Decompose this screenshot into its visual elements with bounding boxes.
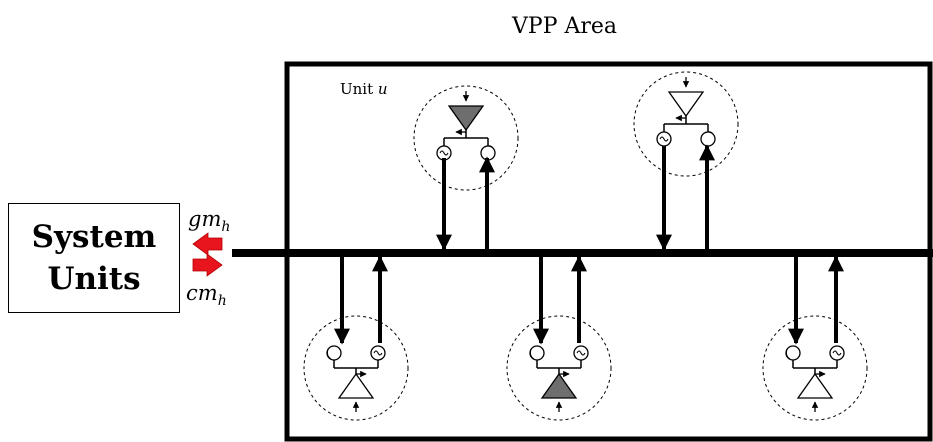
system-units-box: System Units <box>8 203 180 313</box>
con-flow-sub: h <box>217 293 227 309</box>
vpp-area-title: VPP Area <box>512 14 618 39</box>
triangle-icon <box>447 105 485 132</box>
system-units-line1: System <box>31 219 157 255</box>
unit-label-prefix: Unit <box>340 80 374 98</box>
unit-lower-3 <box>763 316 867 420</box>
unit-upper-1 <box>414 86 518 190</box>
triangle-icon <box>796 372 834 399</box>
system-units-line2: Units <box>47 261 141 297</box>
gen-flow-arrow <box>192 232 223 256</box>
unit-label: Unit u <box>340 80 388 98</box>
gen-flow-base: gm <box>188 207 222 231</box>
unit-upper-2 <box>634 72 738 176</box>
triangle-icon <box>540 372 578 399</box>
triangle-icon <box>667 91 705 118</box>
con-flow-arrow <box>192 253 223 277</box>
gen-flow-label: gmh <box>188 207 230 235</box>
gen-flow-sub: h <box>221 219 231 235</box>
con-flow-base: cm <box>186 281 218 305</box>
triangle-icon <box>337 372 375 399</box>
unit-lower-2 <box>507 316 611 420</box>
con-flow-label: cmh <box>186 281 227 309</box>
unit-lower-1 <box>304 316 408 420</box>
unit-label-var: u <box>377 80 388 98</box>
